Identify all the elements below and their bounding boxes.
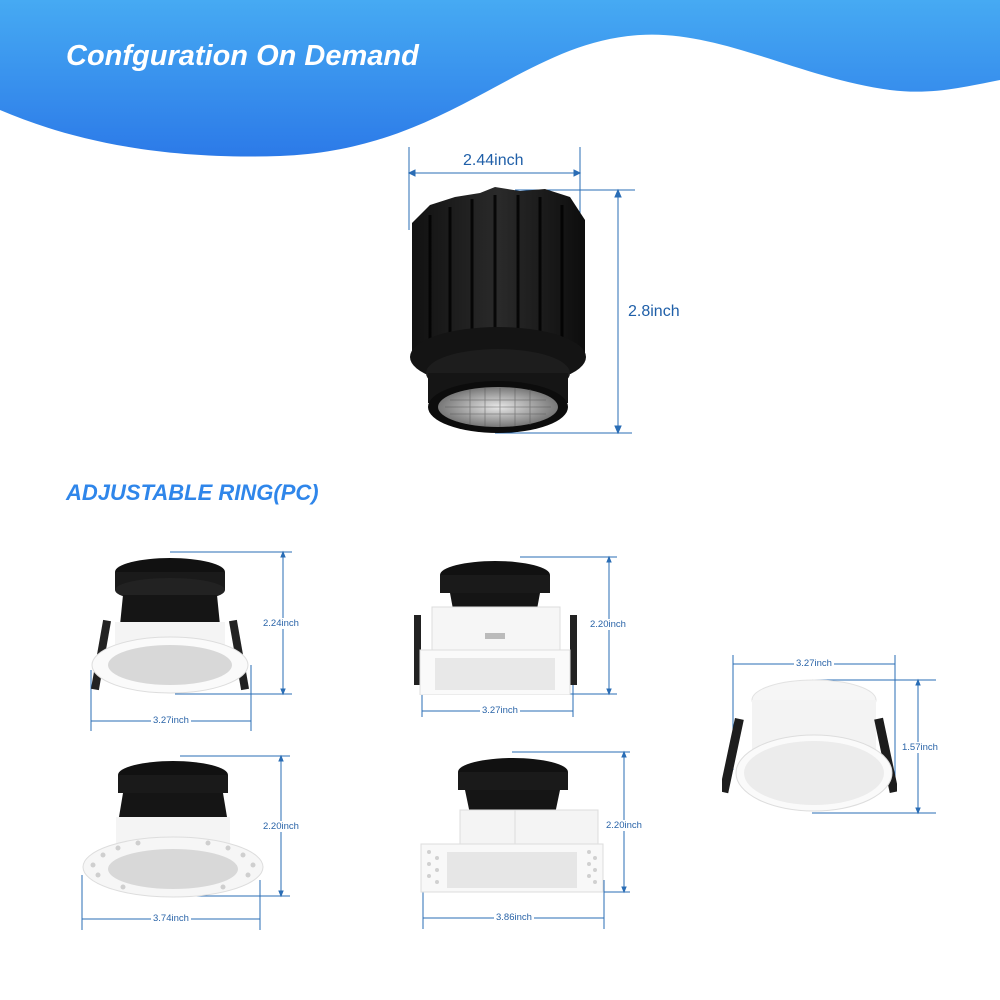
main-width-label: 2.44inch — [461, 152, 526, 170]
main-height-label: 2.8inch — [626, 303, 682, 321]
banner-wave — [0, 0, 1000, 157]
variant-2-width-label: 3.27inch — [480, 705, 520, 716]
variant-3-width-label: 3.74inch — [151, 913, 191, 924]
variant-1-width-label: 3.27inch — [151, 715, 191, 726]
variant-square-trimless-image — [420, 758, 604, 893]
variant-square-trim-image — [414, 561, 577, 695]
variant-5-height-label: 1.57inch — [900, 742, 940, 753]
variant-1-height-label: 2.24inch — [261, 618, 301, 629]
variant-5-width-label: 3.27inch — [794, 658, 834, 669]
variant-2-height-label: 2.20inch — [588, 619, 628, 630]
variant-4-height-label: 2.20inch — [604, 820, 644, 831]
variant-round-deep-ring-image — [722, 679, 897, 812]
variant-round-trim-image — [90, 558, 250, 694]
variant-3-height-label: 2.20inch — [261, 821, 301, 832]
variant-round-trimless-image — [82, 761, 264, 898]
variant-4-width-label: 3.86inch — [494, 912, 534, 923]
banner-title: Confguration On Demand — [66, 40, 419, 72]
main-product-image — [410, 187, 586, 433]
section-title: ADJUSTABLE RING(PC) — [66, 480, 319, 505]
